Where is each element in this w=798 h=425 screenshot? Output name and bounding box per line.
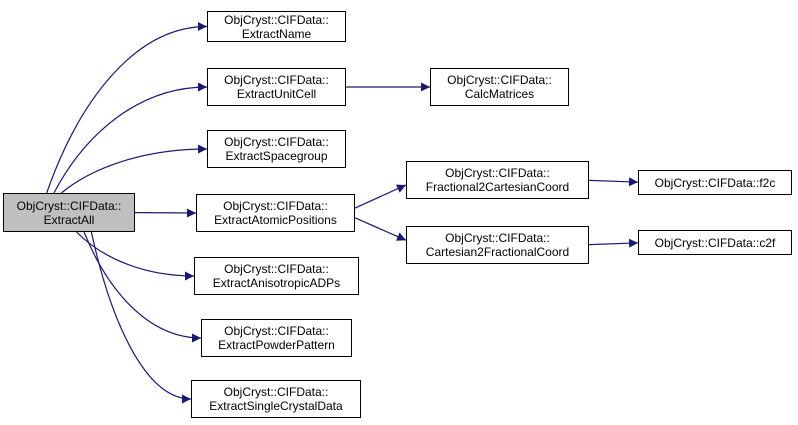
edge-extract-atomic-positions-to-cartesian2fractional xyxy=(354,217,407,241)
node-extract-atomic-positions-line1: ObjCryst::CIFData:: xyxy=(223,199,328,213)
node-extract-unit-cell[interactable]: ObjCryst::CIFData:: ExtractUnitCell xyxy=(207,68,346,106)
node-calc-matrices-line2: CalcMatrices xyxy=(464,87,535,101)
edge-extract-all-to-extract-single-crystal-data xyxy=(90,231,192,404)
node-c2f[interactable]: ObjCryst::CIFData::c2f xyxy=(638,230,792,255)
node-extract-all-line1: ObjCryst::CIFData:: xyxy=(16,198,122,213)
node-cartesian2fractional-line2: Cartesian2FractionalCoord xyxy=(425,245,570,259)
node-extract-single-crystal-data[interactable]: ObjCryst::CIFData:: ExtractSingleCrystal… xyxy=(191,380,361,418)
node-fractional2cartesian[interactable]: ObjCryst::CIFData:: Fractional2Cartesian… xyxy=(406,161,589,199)
node-extract-single-crystal-data-line1: ObjCryst::CIFData:: xyxy=(223,385,329,399)
node-extract-name-line1: ObjCryst::CIFData:: xyxy=(224,12,329,27)
node-fractional2cartesian-line1: ObjCryst::CIFData:: xyxy=(445,166,550,180)
node-f2c-line1: ObjCryst::CIFData::f2c xyxy=(654,175,776,190)
edge-cartesian2fractional-to-c2f xyxy=(588,238,639,248)
node-calc-matrices-line1: ObjCryst::CIFData:: xyxy=(447,73,552,87)
edge-extract-all-to-extract-powder-pattern xyxy=(83,231,202,343)
node-extract-anisotropic-adps-line2: ExtractAnisotropicADPs xyxy=(212,276,341,290)
node-extract-anisotropic-adps[interactable]: ObjCryst::CIFData:: ExtractAnisotropicAD… xyxy=(194,257,359,295)
node-f2c[interactable]: ObjCryst::CIFData::f2c xyxy=(638,170,792,195)
node-extract-powder-pattern[interactable]: ObjCryst::CIFData:: ExtractPowderPattern xyxy=(201,319,352,357)
node-extract-unit-cell-line2: ExtractUnitCell xyxy=(236,87,317,101)
edge-extract-all-to-extract-unit-cell xyxy=(53,82,208,194)
edge-extract-atomic-positions-to-fractional2cartesian xyxy=(354,184,407,209)
node-calc-matrices[interactable]: ObjCryst::CIFData:: CalcMatrices xyxy=(430,68,569,106)
node-fractional2cartesian-line2: Fractional2CartesianCoord xyxy=(425,180,570,194)
node-extract-atomic-positions[interactable]: ObjCryst::CIFData:: ExtractAtomicPositio… xyxy=(196,194,355,232)
node-extract-all-line2: ExtractAll xyxy=(43,212,95,227)
node-extract-spacegroup-line1: ObjCryst::CIFData:: xyxy=(224,135,329,149)
node-extract-anisotropic-adps-line1: ObjCryst::CIFData:: xyxy=(224,262,329,276)
node-extract-all: ObjCryst::CIFData:: ExtractAll xyxy=(3,193,135,232)
node-cartesian2fractional[interactable]: ObjCryst::CIFData:: Cartesian2Fractional… xyxy=(406,226,589,264)
node-extract-atomic-positions-line2: ExtractAtomicPositions xyxy=(214,213,337,227)
edge-fractional2cartesian-to-f2c xyxy=(588,177,639,187)
node-extract-powder-pattern-line1: ObjCryst::CIFData:: xyxy=(224,324,329,338)
edge-extract-all-to-extract-spacegroup xyxy=(60,144,208,194)
node-extract-single-crystal-data-line2: ExtractSingleCrystalData xyxy=(209,399,343,413)
edge-extract-all-to-extract-anisotropic-adps xyxy=(76,231,195,281)
node-extract-unit-cell-line1: ObjCryst::CIFData:: xyxy=(224,73,329,87)
node-extract-name[interactable]: ObjCryst::CIFData:: ExtractName xyxy=(207,11,346,42)
node-c2f-line1: ObjCryst::CIFData::c2f xyxy=(654,235,776,250)
node-extract-powder-pattern-line2: ExtractPowderPattern xyxy=(218,338,335,352)
edge-extract-all-to-extract-name xyxy=(46,22,208,194)
node-extract-spacegroup-line2: ExtractSpacegroup xyxy=(225,149,328,163)
node-cartesian2fractional-line1: ObjCryst::CIFData:: xyxy=(445,231,550,245)
node-extract-name-line2: ExtractName xyxy=(241,26,312,41)
node-extract-spacegroup[interactable]: ObjCryst::CIFData:: ExtractSpacegroup xyxy=(207,130,346,168)
